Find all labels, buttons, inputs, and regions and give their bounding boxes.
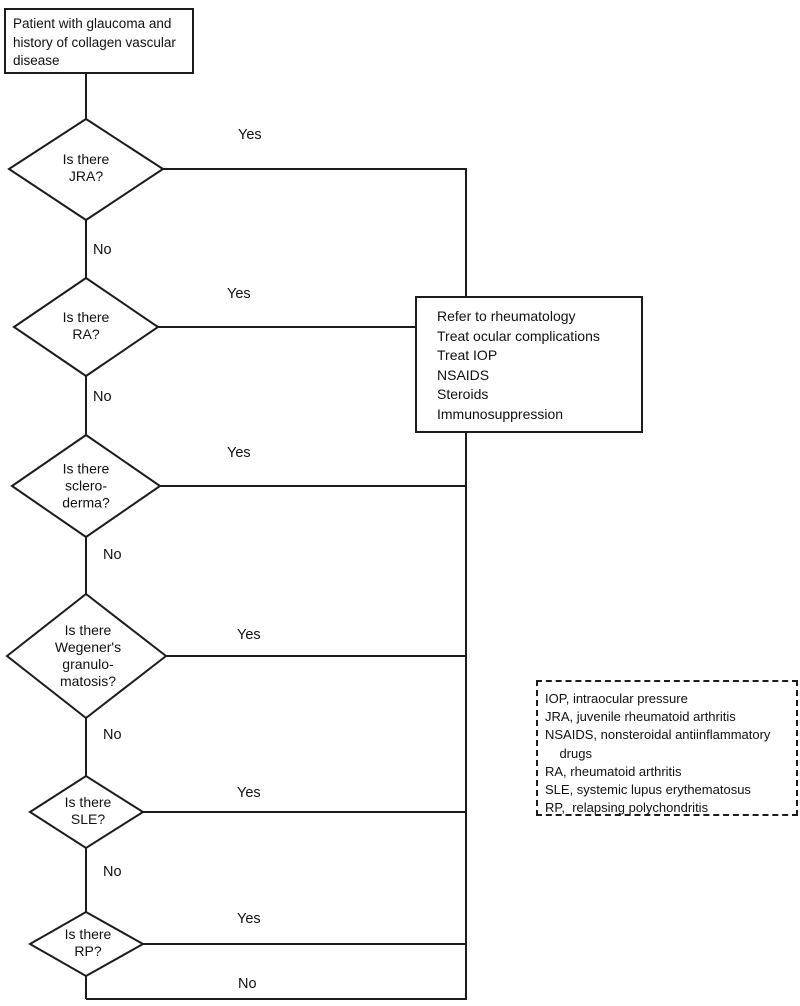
yes-label-rp: Yes <box>237 911 261 927</box>
decision-question-rp: Is there RP? <box>64 926 112 959</box>
decision-diamond-rp <box>27 910 146 978</box>
no-label-rp: No <box>238 976 257 992</box>
yes-label-wegeners: Yes <box>237 627 261 643</box>
yes-label-scleroderma: Yes <box>227 445 251 461</box>
decision-question-wegeners: Is there Wegener's granulo- matosis? <box>54 622 122 689</box>
no-label-sle: No <box>103 864 122 880</box>
yes-label-ra: Yes <box>227 286 251 302</box>
decision-diamond-wegeners <box>5 592 168 720</box>
no-label-wegeners: No <box>103 727 122 743</box>
decision-question-sle: Is there SLE? <box>64 794 112 827</box>
decision-question-scleroderma: Is there sclero- derma? <box>62 460 110 511</box>
decision-diamond-ra <box>12 276 160 378</box>
no-label-scleroderma: No <box>103 547 122 563</box>
no-label-jra: No <box>93 242 112 258</box>
decision-question-ra: Is there RA? <box>62 309 110 342</box>
no-label-ra: No <box>93 389 112 405</box>
decision-question-jra: Is there JRA? <box>62 151 110 184</box>
decision-diamond-sle <box>28 774 145 850</box>
abbreviations-legend-box: IOP, intraocular pressure JRA, juvenile … <box>536 680 798 816</box>
decision-diamond-scleroderma <box>10 433 162 539</box>
yes-label-sle: Yes <box>237 785 261 801</box>
start-node: Patient with glaucoma and history of col… <box>4 8 194 74</box>
yes-label-jra: Yes <box>238 127 262 143</box>
decision-diamond-jra <box>7 117 165 222</box>
treatment-outcome-box: Refer to rheumatology Treat ocular compl… <box>415 296 643 433</box>
